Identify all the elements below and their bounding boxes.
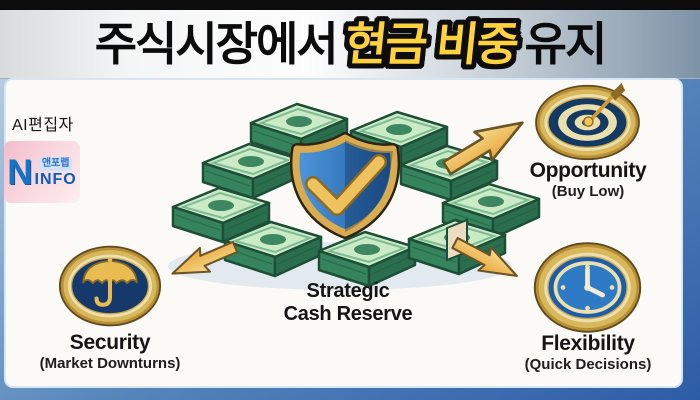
logo-letter: N — [7, 152, 33, 192]
title-prefix: 주식시장에서 — [94, 18, 339, 70]
opportunity-label: Opportunity — [529, 159, 647, 182]
logo-info-label: INFO — [34, 170, 77, 188]
security-node-label: Security (Market Downturns) — [0, 332, 220, 374]
title-suffix: 유지 — [524, 18, 608, 70]
target-icon — [535, 83, 640, 161]
center-line1: Strategic — [306, 280, 390, 302]
clock-icon — [533, 242, 642, 333]
top-black-strip — [0, 0, 700, 10]
shield-icon — [290, 132, 400, 239]
center-line2: Cash Reserve — [283, 303, 413, 325]
channel-logo: N 앤포랩 INFO — [4, 141, 80, 203]
title-highlight: 현금 비중 — [341, 18, 520, 70]
cash-pile-illustration — [166, 102, 541, 290]
logo-korean-label: 앤포랩 — [38, 156, 73, 171]
editor-watermark: AI편집자 — [12, 117, 74, 134]
security-label: Security — [69, 331, 151, 354]
umbrella-icon — [58, 245, 162, 327]
security-sublabel: (Market Downturns) — [39, 355, 181, 372]
flexibility-sublabel: (Quick Decisions) — [524, 356, 652, 373]
center-node-label: Strategic Cash Reserve — [238, 280, 458, 326]
opportunity-node-label: Opportunity (Buy Low) — [478, 160, 698, 202]
flexibility-label: Flexibility — [541, 332, 635, 355]
flexibility-node-label: Flexibility (Quick Decisions) — [478, 333, 698, 375]
title-banner: 주식시장에서 현금 비중 유지 — [0, 10, 700, 79]
opportunity-sublabel: (Buy Low) — [551, 183, 625, 200]
